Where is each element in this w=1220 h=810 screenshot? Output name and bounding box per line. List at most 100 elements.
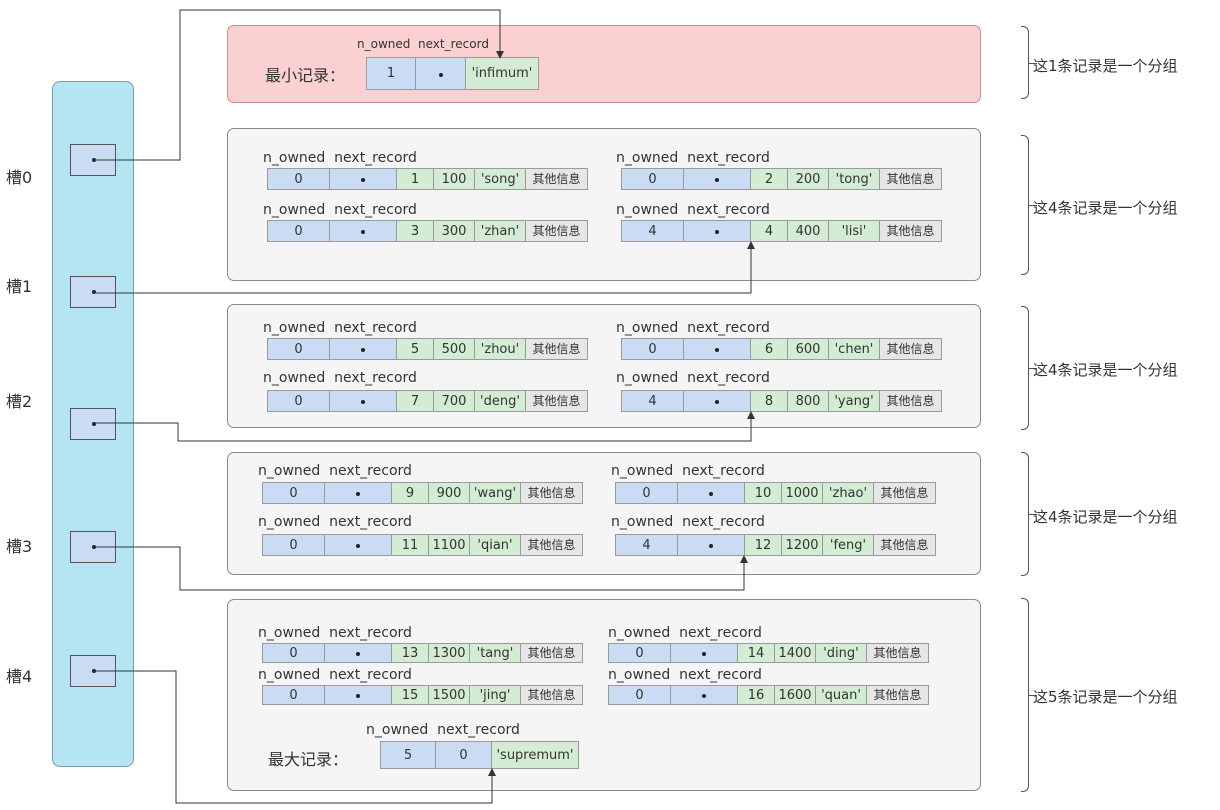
group-bracket xyxy=(1021,452,1037,576)
record-row: 0 16 1600 'quan' 其他信息 xyxy=(608,685,929,705)
record-name-cell: 'yang' xyxy=(828,390,880,412)
n-owned-cell: 4 xyxy=(621,390,684,412)
field-header: n_owned next_record xyxy=(258,625,412,641)
record-row: 0 7 700 'deng' 其他信息 xyxy=(267,390,588,412)
record-id-cell: 13 xyxy=(391,643,429,663)
group-description: 这4条记录是一个分组 xyxy=(1033,508,1178,526)
group-description: 这5条记录是一个分组 xyxy=(1033,688,1178,706)
record-row: 4 8 800 'yang' 其他信息 xyxy=(621,390,942,412)
record-value-cell: 600 xyxy=(787,338,829,360)
next-record-cell xyxy=(683,390,751,412)
group-infimum xyxy=(227,25,981,103)
record-name-cell: 'qian' xyxy=(469,534,521,556)
next-record-cell xyxy=(677,534,745,556)
field-header: n_owned next_record xyxy=(258,667,412,683)
next-record-cell xyxy=(329,220,397,242)
field-header: n_owned next_record xyxy=(616,370,770,386)
record-row: 0 1 100 'song' 其他信息 xyxy=(267,168,588,190)
record-other-cell: 其他信息 xyxy=(879,220,942,242)
record-other-cell: 其他信息 xyxy=(520,482,583,504)
record-id-cell: 9 xyxy=(391,482,429,504)
record-other-cell: 其他信息 xyxy=(520,685,583,705)
record-name-cell: 'infimum' xyxy=(465,57,539,90)
record-row: 4 4 400 'lisi' 其他信息 xyxy=(621,220,942,242)
group-description: 这4条记录是一个分组 xyxy=(1033,199,1178,217)
next-record-cell xyxy=(324,643,392,663)
n-owned-cell: 0 xyxy=(267,220,330,242)
field-header: n_owned next_record xyxy=(258,514,412,530)
field-header: n_owned next_record xyxy=(616,150,770,166)
next-record-cell xyxy=(415,57,466,90)
field-header: n_owned next_record xyxy=(366,722,520,738)
pointer-dot xyxy=(92,422,96,426)
connector-slot-2 xyxy=(92,411,755,442)
record-id-cell: 11 xyxy=(391,534,429,556)
record-other-cell: 其他信息 xyxy=(866,643,929,663)
n-owned-cell: 0 xyxy=(621,338,684,360)
field-header: n_owned next_record xyxy=(263,202,417,218)
record-row: 0 5 500 'zhou' 其他信息 xyxy=(267,338,588,360)
record-row: 0 10 1000 'zhao' 其他信息 xyxy=(615,482,936,504)
slot-label-3: 槽3 xyxy=(6,537,33,556)
next-record-cell xyxy=(670,643,738,663)
record-row: 0 13 1300 'tang' 其他信息 xyxy=(262,643,583,663)
record-other-cell: 其他信息 xyxy=(879,338,942,360)
infimum-label: 最小记录： xyxy=(265,66,346,85)
n-owned-cell: 0 xyxy=(615,482,678,504)
record-other-cell: 其他信息 xyxy=(873,482,936,504)
record-id-cell: 12 xyxy=(744,534,782,556)
record-row: 0 11 1100 'qian' 其他信息 xyxy=(262,534,583,556)
record-other-cell: 其他信息 xyxy=(525,390,588,412)
field-header: n_owned next_record xyxy=(611,463,765,479)
record-other-cell: 其他信息 xyxy=(525,338,588,360)
record-other-cell: 其他信息 xyxy=(866,685,929,705)
supremum-record: 5 0 'supremum' xyxy=(380,741,579,769)
record-other-cell: 其他信息 xyxy=(525,168,588,190)
record-other-cell: 其他信息 xyxy=(520,534,583,556)
field-header: n_owned next_record xyxy=(608,625,762,641)
n-owned-cell: 1 xyxy=(366,57,416,90)
field-header: n_owned next_record xyxy=(357,37,489,51)
infimum-record: 1 'infimum' xyxy=(366,57,539,90)
record-value-cell: 500 xyxy=(433,338,475,360)
record-other-cell: 其他信息 xyxy=(879,390,942,412)
pointer-dot xyxy=(92,290,96,294)
slot-label-1: 槽1 xyxy=(6,277,33,296)
connector-slot-3 xyxy=(92,546,748,591)
n-owned-cell: 0 xyxy=(267,338,330,360)
record-name-cell: 'tong' xyxy=(828,168,880,190)
record-id-cell: 1 xyxy=(396,168,434,190)
record-row: 0 15 1500 'jing' 其他信息 xyxy=(262,685,583,705)
record-other-cell: 其他信息 xyxy=(525,220,588,242)
field-header: n_owned next_record xyxy=(616,320,770,336)
supremum-label: 最大记录： xyxy=(268,750,349,769)
record-row: 4 12 1200 'feng' 其他信息 xyxy=(615,534,936,556)
record-row: 0 6 600 'chen' 其他信息 xyxy=(621,338,942,360)
record-value-cell: 800 xyxy=(787,390,829,412)
record-value-cell: 300 xyxy=(433,220,475,242)
record-row: 0 2 200 'tong' 其他信息 xyxy=(621,168,942,190)
record-other-cell: 其他信息 xyxy=(520,643,583,663)
record-other-cell: 其他信息 xyxy=(873,534,936,556)
field-header: n_owned next_record xyxy=(258,463,412,479)
slot-label-4: 槽4 xyxy=(6,667,33,686)
record-id-cell: 6 xyxy=(750,338,788,360)
slot-label-0: 槽0 xyxy=(6,168,33,187)
record-name-cell: 'ding' xyxy=(815,643,867,663)
group-bracket xyxy=(1021,26,1037,99)
record-name-cell: 'zhou' xyxy=(474,338,526,360)
record-value-cell: 1600 xyxy=(774,685,816,705)
record-value-cell: 1300 xyxy=(428,643,470,663)
field-header: n_owned next_record xyxy=(616,202,770,218)
record-name-cell: 'tang' xyxy=(469,643,521,663)
record-row: 0 14 1400 'ding' 其他信息 xyxy=(608,643,929,663)
field-header: n_owned next_record xyxy=(263,150,417,166)
record-name-cell: 'quan' xyxy=(815,685,867,705)
record-name-cell: 'supremum' xyxy=(491,741,579,769)
connector-slot-4 xyxy=(92,670,496,804)
slot-label-2: 槽2 xyxy=(6,392,33,411)
group-bracket xyxy=(1021,306,1037,430)
record-row: 0 3 300 'zhan' 其他信息 xyxy=(267,220,588,242)
field-header: n_owned next_record xyxy=(263,320,417,336)
